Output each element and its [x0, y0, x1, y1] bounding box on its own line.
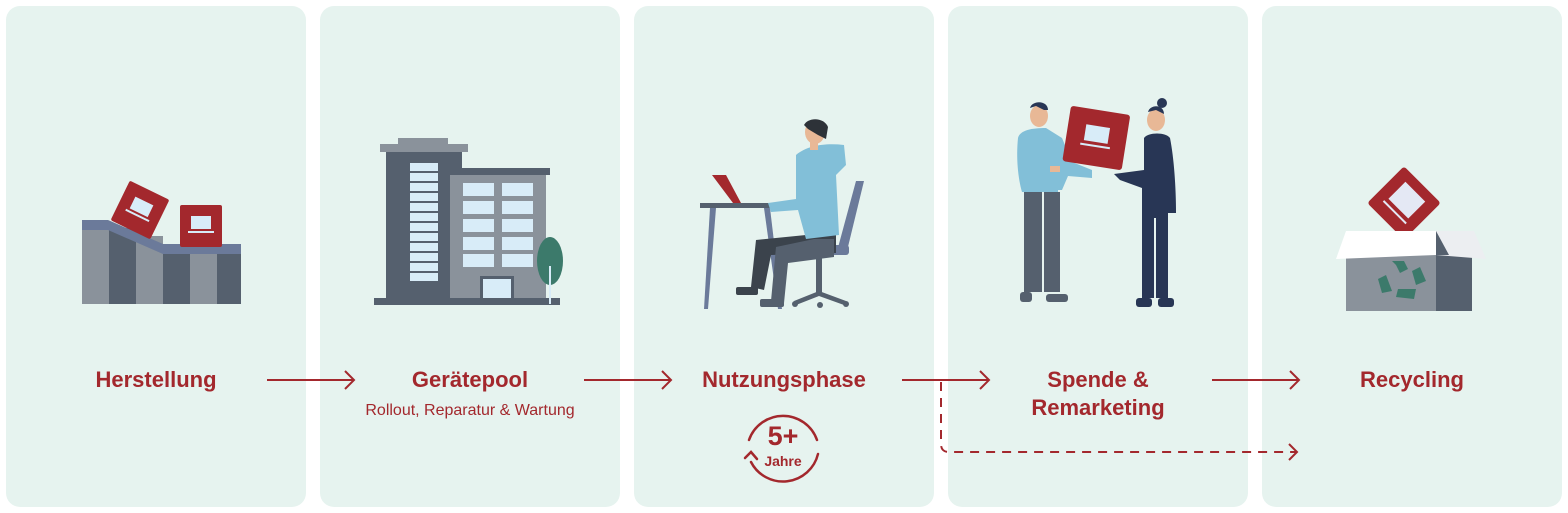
lifecycle-badge: 5+ Jahre — [743, 410, 823, 488]
stage-subtitle-geraetepool: Rollout, Reparatur & Wartung — [365, 402, 575, 419]
lifecycle-unit: Jahre — [764, 453, 802, 469]
office-building-icon — [374, 138, 563, 305]
lifecycle-value: 5+ — [767, 421, 799, 451]
stage-label-nutzungsphase: Nutzungsphase — [702, 367, 866, 392]
stage-panel-spende — [948, 6, 1248, 507]
cycle-arrow-icon — [743, 414, 820, 483]
handover-icon — [1017, 98, 1176, 307]
arrow-spende-to-recycling — [1212, 370, 1301, 390]
stage-label-geraetepool: Gerätepool — [411, 367, 529, 392]
arrow-herstellung-to-geraetepool — [267, 370, 356, 390]
person-at-laptop-icon — [700, 119, 864, 309]
recycling-box-icon — [1336, 167, 1486, 311]
factory-conveyor-icon — [82, 181, 241, 304]
arrow-geraetepool-to-nutzungsphase — [584, 370, 673, 390]
dashed-arrow-nutzungsphase-to-recycling — [940, 382, 1299, 461]
stage-label-herstellung: Herstellung — [95, 367, 217, 392]
stage-label-remarketing: Remarketing — [1031, 395, 1165, 420]
arrow-nutzungsphase-to-spende — [902, 370, 991, 390]
stage-label-spende: Spende & — [1047, 367, 1149, 392]
stage-label-recycling: Recycling — [1360, 367, 1464, 392]
